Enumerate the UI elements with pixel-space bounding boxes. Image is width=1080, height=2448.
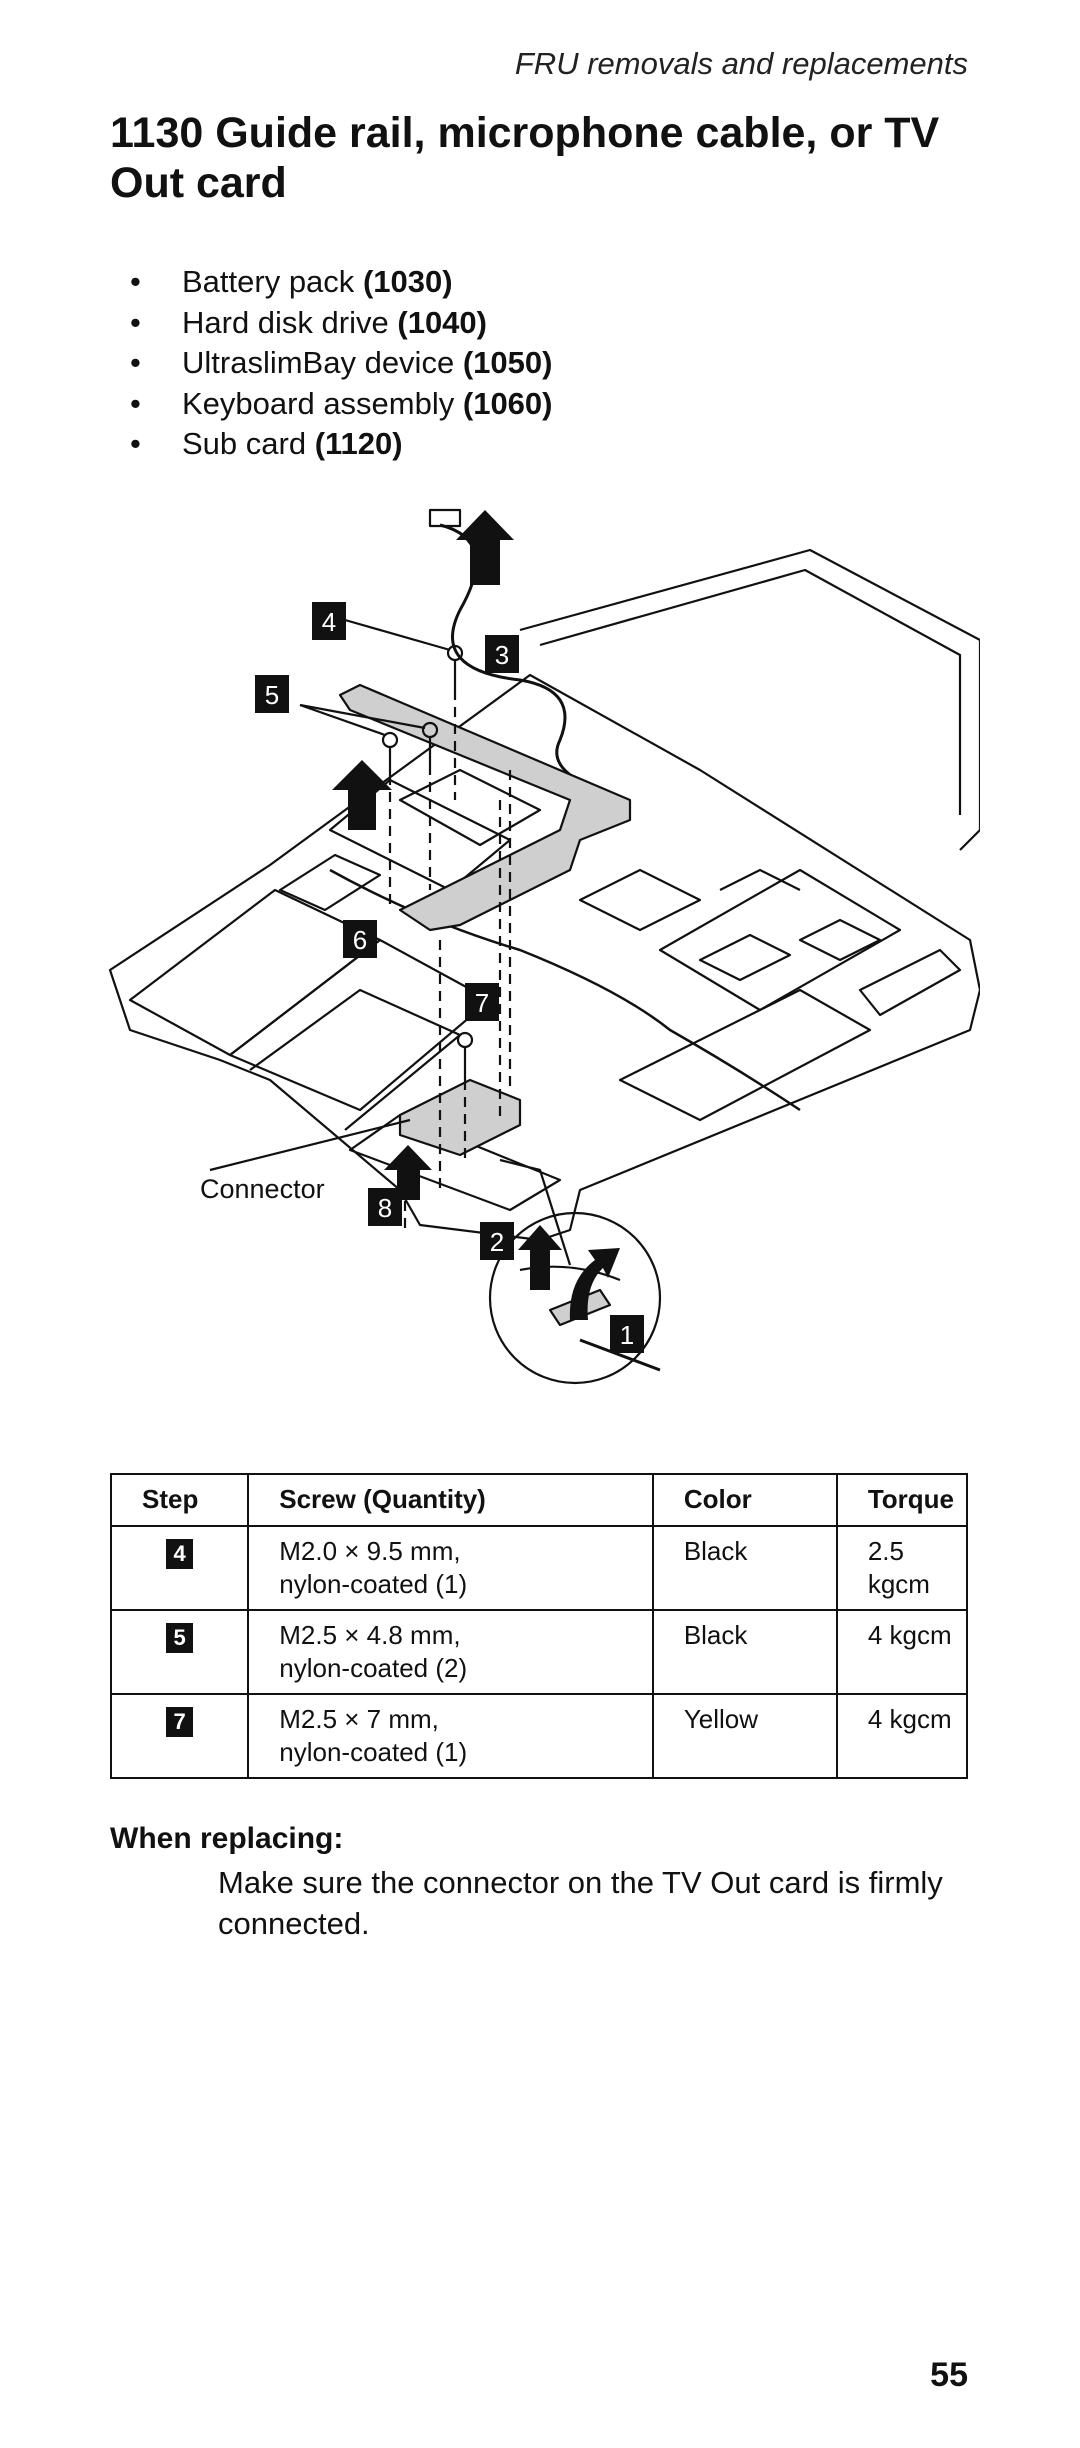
header-screw: Screw (Quantity): [247, 1473, 654, 1527]
list-item: • Hard disk drive (1040): [130, 303, 552, 344]
step-badge: 7: [166, 1707, 194, 1737]
screw-icon: [456, 1031, 474, 1080]
list-item: • Battery pack (1030): [130, 262, 552, 303]
page-number: 55: [930, 2356, 968, 2394]
prerequisite-ref: (1060): [462, 385, 553, 421]
prerequisite-ref: (1030): [362, 264, 453, 299]
table-row: 7 M2.5 × 7 mm,nylon-coated (1) Yellow 4 …: [109, 1693, 969, 1779]
prerequisite-ref: (1040): [397, 304, 487, 340]
step-badge: 5: [166, 1623, 194, 1653]
detail-inset: [488, 1211, 662, 1385]
list-item: • Sub card (1120): [130, 424, 552, 465]
list-item: • Keyboard assembly (1060): [130, 384, 552, 425]
screw-icon: [381, 731, 399, 775]
prerequisite-ref: (1050): [462, 345, 553, 380]
screw-cell: M2.5 × 7 mm,nylon-coated (1): [247, 1693, 654, 1779]
bullet-icon: •: [130, 345, 141, 380]
prerequisite-label: Hard disk drive: [182, 304, 389, 340]
base-cover: [108, 673, 980, 1242]
screw-size: M2.0 × 9.5 mm,: [279, 1536, 461, 1566]
screw-quantity: nylon-coated (1): [279, 1737, 468, 1767]
step-cell: 4: [109, 1525, 250, 1611]
bullet-icon: •: [130, 426, 141, 461]
screw-cell: M2.0 × 9.5 mm,nylon-coated (1): [247, 1525, 654, 1611]
tv-out-card: [398, 1078, 522, 1157]
screw-quantity: nylon-coated (2): [279, 1653, 468, 1683]
rotate-arrow-icon: [569, 1248, 620, 1320]
torque-cell: 4 kgcm: [835, 1609, 969, 1695]
table-row: 4 M2.0 × 9.5 mm,nylon-coated (1) Black 2…: [109, 1525, 969, 1611]
screw-cell: M2.5 × 4.8 mm,nylon-coated (2): [247, 1609, 654, 1695]
screw-icon: [421, 721, 439, 765]
up-arrow-icon: [384, 1145, 432, 1200]
header-torque: Torque: [835, 1473, 969, 1527]
callout-6: 6: [353, 925, 367, 955]
torque-cell: 2.5 kgcm: [835, 1525, 969, 1611]
bullet-icon: •: [130, 264, 141, 299]
callout-4: 4: [322, 607, 336, 637]
prerequisite-ref: (1120): [314, 426, 403, 461]
step-cell: 5: [109, 1609, 250, 1695]
note-heading: When replacing:: [110, 1822, 344, 1855]
step-badge: 4: [166, 1539, 194, 1569]
prerequisite-list: • Battery pack (1030) • Hard disk drive (1…: [130, 262, 552, 465]
connector-label: Connector: [200, 1174, 325, 1204]
header-color: Color: [651, 1473, 838, 1527]
bullet-icon: •: [130, 385, 141, 421]
disassembly-illustration: 1 2 3 4 5 6 7 8 Connector: [100, 470, 980, 1420]
screw-icon: [446, 644, 464, 690]
up-arrow-icon: [456, 510, 514, 585]
page-title: 1130 Guide rail, microphone cable, or TV…: [110, 109, 940, 207]
callout-badges: 1 2 3 4 5 6 7 8: [255, 602, 644, 1353]
bullet-icon: •: [130, 304, 141, 340]
callout-7: 7: [475, 988, 489, 1018]
prerequisite-label: Keyboard assembly: [182, 385, 455, 421]
color-cell: Black: [651, 1609, 838, 1695]
screw-table: Step Screw (Quantity) Color Torque 4 M2.…: [109, 1473, 969, 1779]
table-header-row: Step Screw (Quantity) Color Torque: [109, 1473, 969, 1527]
prerequisite-label: Sub card: [182, 426, 307, 461]
prerequisite-label: UltraslimBay device: [182, 345, 455, 380]
color-cell: Black: [651, 1525, 838, 1611]
callout-3: 3: [495, 640, 509, 670]
color-cell: Yellow: [651, 1693, 838, 1779]
up-arrow-icon: [518, 1225, 562, 1290]
callout-2: 2: [490, 1227, 504, 1257]
up-arrow-icon: [332, 760, 392, 830]
note-body: Make sure the connector on the TV Out ca…: [218, 1865, 943, 1941]
callout-1: 1: [620, 1320, 634, 1350]
torque-cell: 4 kgcm: [835, 1693, 969, 1779]
callout-8: 8: [378, 1193, 392, 1223]
display-frame: [519, 548, 980, 851]
running-head: FRU removals and replacements: [514, 46, 968, 81]
screw-size: M2.5 × 4.8 mm,: [279, 1620, 461, 1650]
callout-5: 5: [265, 680, 279, 710]
header-step: Step: [109, 1473, 250, 1527]
step-cell: 7: [109, 1693, 250, 1779]
table-row: 5 M2.5 × 4.8 mm,nylon-coated (2) Black 4…: [109, 1609, 969, 1695]
screw-size: M2.5 × 7 mm,: [279, 1704, 439, 1734]
list-item: • UltraslimBay device (1050): [130, 343, 552, 384]
screw-quantity: nylon-coated (1): [279, 1569, 468, 1599]
guide-rail: [338, 683, 632, 932]
prerequisite-label: Battery pack: [182, 264, 355, 299]
